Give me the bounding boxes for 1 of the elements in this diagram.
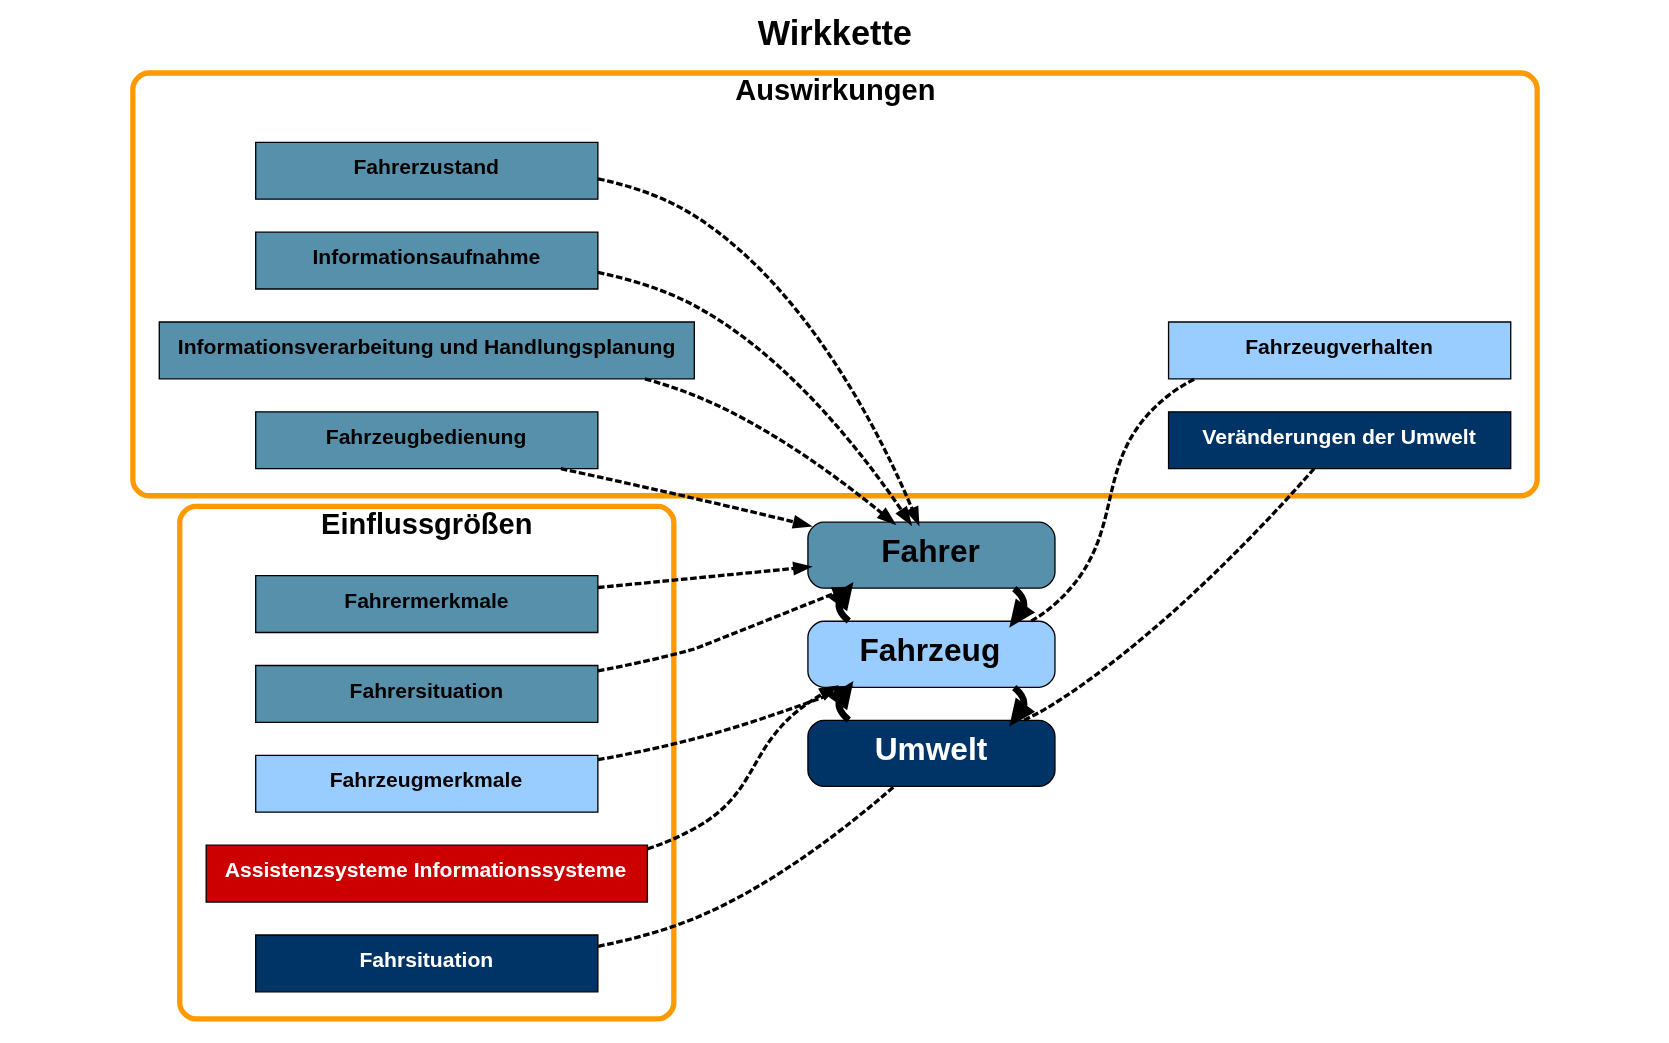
diagram-title: Wirkkette — [757, 13, 912, 52]
